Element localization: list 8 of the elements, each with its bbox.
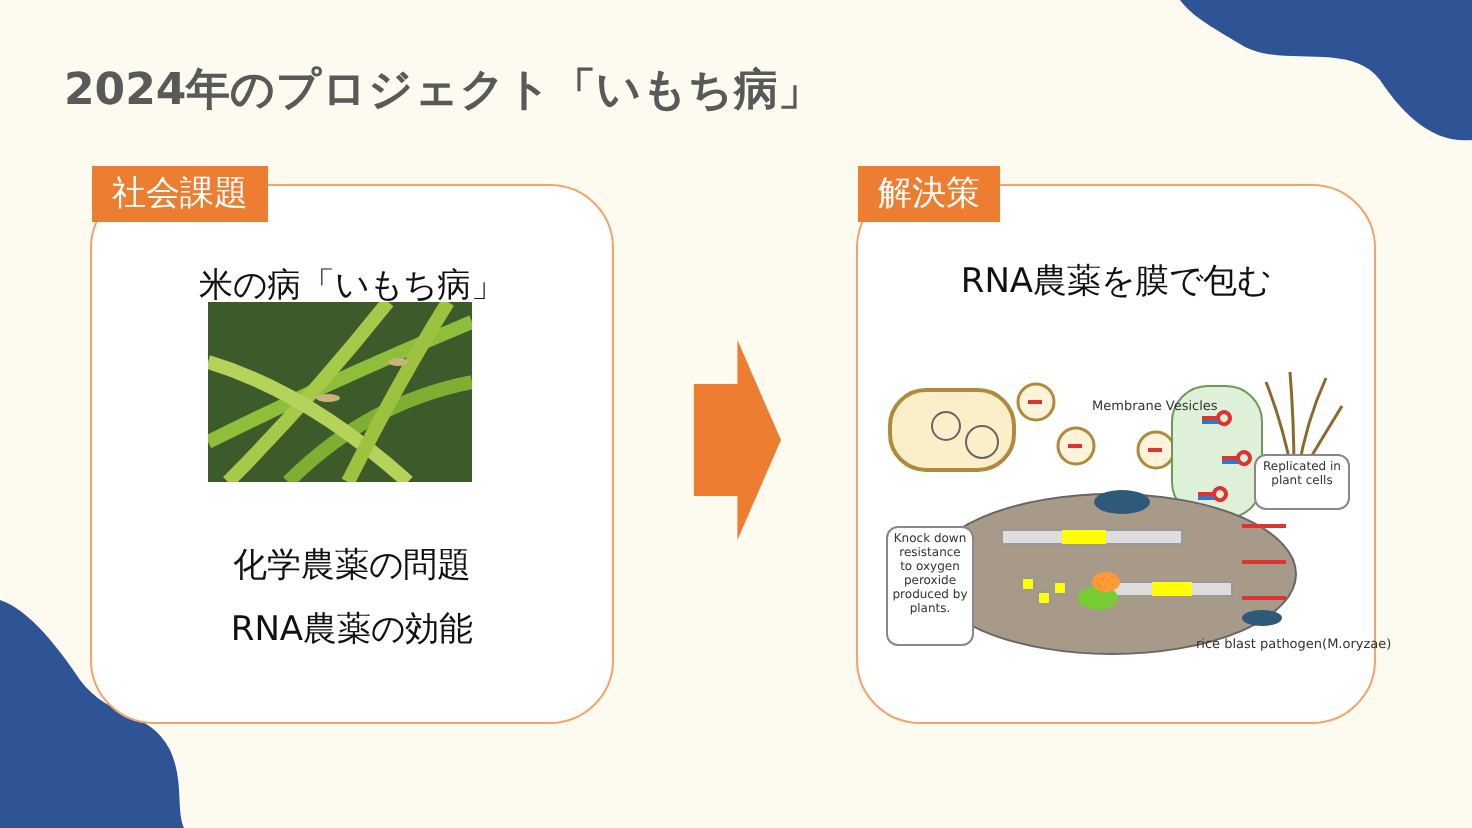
slide-title: 2024年のプロジェクト「いもち病」 [64, 64, 823, 120]
block-arrow [693, 340, 781, 540]
subheading: 米の病「いもち病」 [197, 264, 507, 308]
subheading: RNA農薬を膜で包む [958, 260, 1274, 304]
text-line: 化学農薬の問題 [231, 544, 473, 588]
heading-tab: 社会課題 [92, 166, 268, 222]
text-line: RNA農薬の効能 [228, 608, 476, 652]
heading-tab: 解決策 [858, 166, 1000, 222]
